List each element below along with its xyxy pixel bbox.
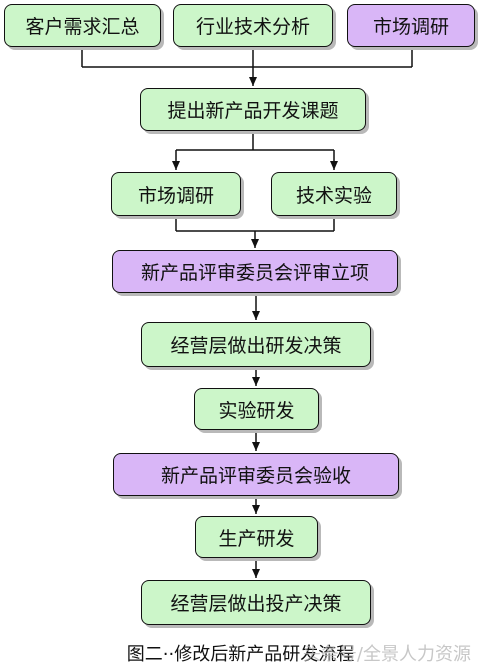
node-committee-review: 新产品评审委员会评审立项 <box>112 250 398 293</box>
node-committee-review-label: 新产品评审委员会评审立项 <box>140 262 369 284</box>
watermark-text: 头条号/全景人力资源 <box>302 644 471 665</box>
node-customer-needs-label: 客户需求汇总 <box>25 16 140 38</box>
node-mgmt-invest-decision: 经营层做出投产决策 <box>141 580 371 625</box>
node-market-research: 市场调研 <box>111 172 241 216</box>
figure-caption-text: 图二··修改后新产品研发流程 <box>126 643 355 665</box>
node-mgmt-rnd-decision: 经营层做出研发决策 <box>141 322 371 367</box>
node-committee-acceptance: 新产品评审委员会验收 <box>113 453 399 496</box>
node-tech-experiment-label: 技术实验 <box>295 184 372 207</box>
figure-caption: 图二··修改后新产品研发流程 <box>0 638 481 667</box>
node-mgmt-rnd-decision-label: 经营层做出研发决策 <box>170 335 342 357</box>
node-production-rnd: 生产研发 <box>195 516 318 558</box>
node-propose-topic: 提出新产品开发课题 <box>140 88 366 131</box>
node-experimental-rnd-label: 实验研发 <box>218 399 295 422</box>
node-market-research-label: 市场调研 <box>137 184 214 207</box>
node-tech-experiment: 技术实验 <box>271 172 397 216</box>
node-mgmt-invest-decision-label: 经营层做出投产决策 <box>170 593 342 615</box>
node-industry-tech: 行业技术分析 <box>173 4 333 47</box>
node-market-research-top-label: 市场调研 <box>372 16 449 38</box>
node-experimental-rnd: 实验研发 <box>194 388 319 430</box>
node-production-rnd-label: 生产研发 <box>218 527 295 550</box>
node-market-research-top: 市场调研 <box>347 4 475 47</box>
node-industry-tech-label: 行业技术分析 <box>195 16 310 38</box>
node-committee-acceptance-label: 新产品评审委员会验收 <box>160 465 351 487</box>
node-propose-topic-label: 提出新产品开发课题 <box>167 100 339 122</box>
node-customer-needs: 客户需求汇总 <box>4 4 161 47</box>
